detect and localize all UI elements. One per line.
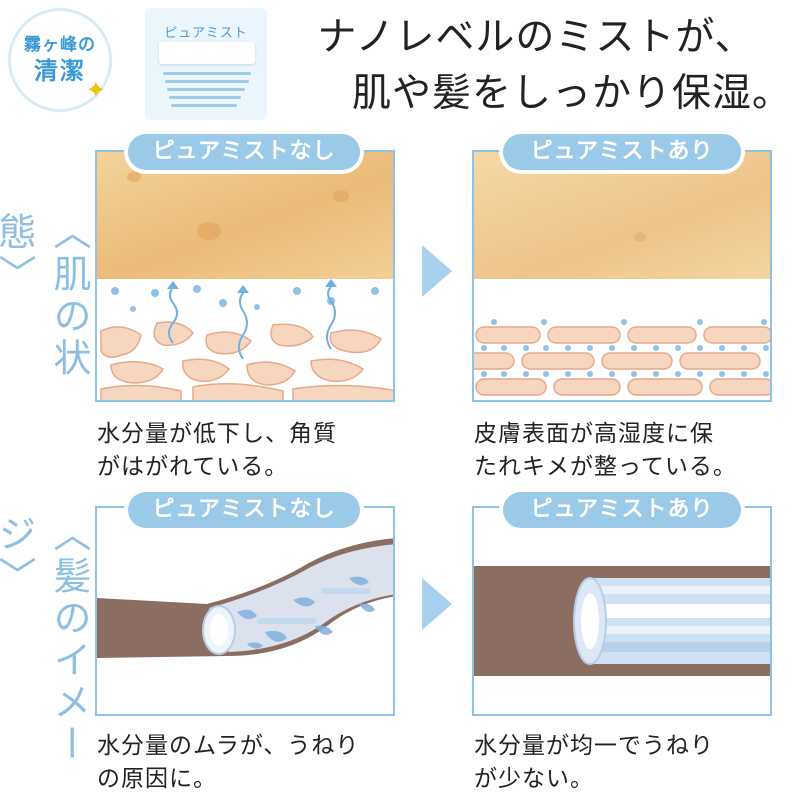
headline-line1: ナノレベルのミストが、 <box>317 15 755 60</box>
skin-before-tag: ピュアミストなし <box>128 134 360 170</box>
dry-skin-cross-section <box>100 279 393 400</box>
skin-before-panel <box>95 150 395 402</box>
moist-skin-cross-section <box>474 319 770 396</box>
hair-before-caption: 水分量のムラが、うねり の原因に。 <box>97 733 360 792</box>
uneven-hair-illustration <box>97 538 393 658</box>
skin-before-caption: 水分量が低下し、角質 がはがれている。 <box>97 421 337 480</box>
brand-badge: 霧ヶ峰の 清潔 ✦ <box>8 8 112 112</box>
hair-after-caption: 水分量が均一でうねり が少ない。 <box>474 733 714 792</box>
hair-before-panel <box>95 506 395 716</box>
hair-after-panel <box>472 506 772 716</box>
sparkle-icon: ✦ <box>85 76 106 104</box>
badge-line2: 清潔 <box>34 57 86 85</box>
skin-surface-image <box>474 152 770 279</box>
badge-line1: 霧ヶ峰の <box>24 35 96 55</box>
even-hair-illustration <box>474 566 770 676</box>
skin-after-tag: ピュアミストあり <box>503 134 741 170</box>
mist-line <box>171 104 237 107</box>
mist-line <box>163 72 251 75</box>
pure-mist-thumbnail: ピュアミスト <box>145 8 267 120</box>
hair-before-tag: ピュアミストなし <box>128 492 360 528</box>
skin-section-label: 〈肌の状態〉 <box>0 212 91 380</box>
hair-section-label: 〈髪のイメージ〉 <box>0 514 91 766</box>
mist-line <box>167 88 245 91</box>
arrow-right-icon <box>422 578 452 630</box>
skin-surface-image <box>97 152 393 279</box>
skin-after-panel <box>472 150 772 402</box>
mist-line <box>169 96 241 99</box>
thumbnail-label: ピュアミスト <box>164 26 248 41</box>
arrow-right-icon <box>422 245 452 297</box>
headline: ナノレベルのミストが、 肌や髪をしっかり保湿。 <box>280 10 792 122</box>
air-conditioner-icon <box>159 42 255 64</box>
hair-after-tag: ピュアミストあり <box>503 492 741 528</box>
skin-after-caption: 皮膚表面が高湿度に保 たれキメが整っている。 <box>474 421 737 480</box>
mist-line <box>165 80 249 83</box>
headline-line2: 肌や髪をしっかり保湿。 <box>351 71 792 116</box>
